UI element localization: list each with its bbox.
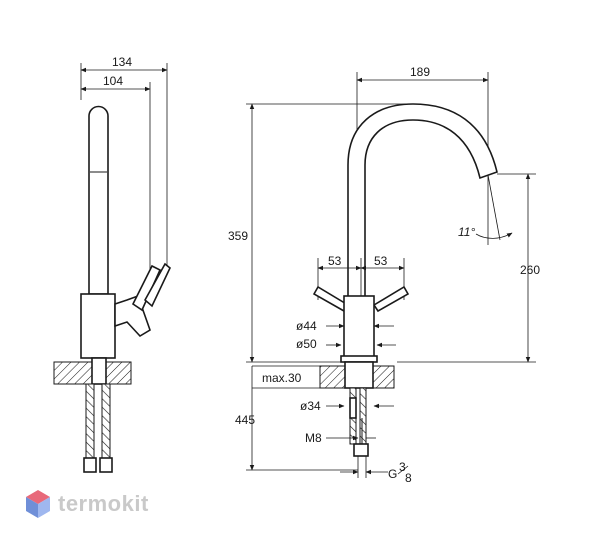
dim-angle-label: 11° bbox=[458, 225, 475, 239]
dim-thread-label: M8 bbox=[305, 431, 322, 445]
dim-total-width-label: 134 bbox=[112, 55, 132, 69]
dim-spout-width-label: 104 bbox=[103, 74, 123, 88]
front-view: 189 359 260 11° 53 53 ø44 bbox=[228, 65, 540, 485]
termokit-logo: termokit bbox=[24, 488, 149, 520]
dim-connection-frac-bottom: 8 bbox=[405, 471, 412, 485]
logo-text: termokit bbox=[58, 491, 149, 516]
dim-total-height-label: 359 bbox=[228, 229, 248, 243]
dim-spout-height-label: 260 bbox=[520, 263, 540, 277]
dim-d44-label: ø44 bbox=[296, 319, 317, 333]
cube-logo-icon bbox=[26, 490, 50, 518]
dim-d34-label: ø34 bbox=[300, 399, 321, 413]
dim-under-counter-label: 445 bbox=[235, 413, 255, 427]
dim-d50-label: ø50 bbox=[296, 337, 317, 351]
dim-handle-left-label: 53 bbox=[328, 254, 342, 268]
side-view: 134 104 bbox=[53, 55, 171, 473]
dim-connection-g-label: G bbox=[388, 467, 397, 481]
dim-handle-right-label: 53 bbox=[374, 254, 388, 268]
dim-reach-label: 189 bbox=[410, 65, 430, 79]
dim-connection-frac-top: 3 bbox=[399, 460, 406, 474]
dim-max-counter-label: max.30 bbox=[262, 371, 302, 385]
